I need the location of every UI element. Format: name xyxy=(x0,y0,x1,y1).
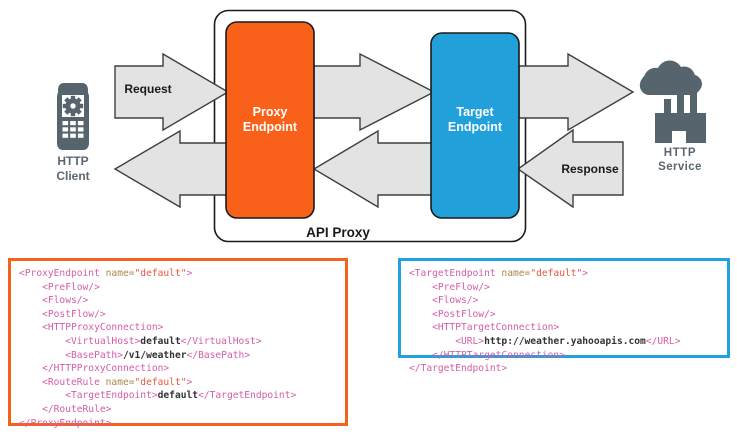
code-token: </ProxyEndpoint> xyxy=(19,417,112,429)
code-token: "default" xyxy=(530,268,583,279)
target-endpoint-code-block: <TargetEndpoint name="default"> <PreFlow… xyxy=(398,258,730,374)
proxy-endpoint-node[interactable]: Proxy Endpoint xyxy=(225,21,315,219)
code-token: <TargetEndpoint> xyxy=(19,390,158,402)
arrow-request-label: Request xyxy=(124,82,171,96)
code-line: <TargetEndpoint name="default"> xyxy=(409,267,719,281)
code-line: <HTTPProxyConnection> xyxy=(19,321,337,335)
proxy-endpoint-label-line2: Endpoint xyxy=(243,120,298,134)
code-line: <PreFlow/> xyxy=(409,281,719,295)
arrow-target-to-service xyxy=(518,52,635,132)
code-token: name= xyxy=(501,268,531,279)
code-line: <PostFlow/> xyxy=(409,308,719,322)
code-token: default xyxy=(140,335,181,347)
code-line: <Flows/> xyxy=(19,294,337,308)
http-client-node[interactable]: HTTP Client xyxy=(56,83,90,183)
code-token: name= xyxy=(105,376,135,388)
proxy-endpoint-shape xyxy=(225,21,315,219)
proxy-endpoint-label-line1: Proxy xyxy=(253,105,288,119)
code-token: "default" xyxy=(134,268,187,279)
code-line: <VirtualHost>default</VirtualHost> xyxy=(19,335,337,349)
target-endpoint-shape xyxy=(430,32,520,219)
code-token: </VirtualHost> xyxy=(180,335,262,347)
code-token: <HTTPTargetConnection> xyxy=(409,322,560,334)
proxy-endpoint-code-block: <ProxyEndpoint name="default"> <PreFlow/… xyxy=(8,258,348,429)
arrow-request xyxy=(114,52,230,132)
cloud-factory-icon xyxy=(639,60,706,143)
code-line: </HTTPProxyConnection> xyxy=(19,362,337,376)
code-token: </BasePath> xyxy=(186,349,251,361)
code-token: http://weather.yahooapis.com xyxy=(484,335,646,347)
code-line: <Flows/> xyxy=(409,294,719,308)
code-token: > xyxy=(582,268,589,279)
code-token: <PreFlow/> xyxy=(409,281,490,293)
code-line: </ProxyEndpoint> xyxy=(19,417,337,431)
code-line: <BasePath>/v1/weather</BasePath> xyxy=(19,349,337,363)
code-token: </RouteRule> xyxy=(19,403,112,415)
code-token: <URL> xyxy=(409,335,485,347)
mobile-phone-icon xyxy=(57,83,89,150)
code-token: <TargetEndpoint xyxy=(409,268,502,279)
code-token: > xyxy=(186,268,193,279)
code-line: <PostFlow/> xyxy=(19,308,337,322)
code-token: <ProxyEndpoint xyxy=(19,268,106,279)
code-token: <BasePath> xyxy=(19,349,123,361)
code-line: <TargetEndpoint>default</TargetEndpoint> xyxy=(19,389,337,403)
code-token: <HTTPProxyConnection> xyxy=(19,322,164,334)
code-token: <RouteRule xyxy=(19,376,106,388)
code-line: <PreFlow/> xyxy=(19,281,337,295)
arrow-response xyxy=(516,128,624,209)
code-token: <Flows/> xyxy=(409,295,479,307)
code-token: </URL> xyxy=(645,335,681,347)
code-token: </HTTPTargetConnection> xyxy=(409,349,565,361)
code-line: <URL>http://weather.yahooapis.com</URL> xyxy=(409,335,719,349)
arrow-proxy-to-target xyxy=(313,52,436,132)
code-line: </RouteRule> xyxy=(19,403,337,417)
code-token: </TargetEndpoint> xyxy=(198,390,297,402)
code-line: <RouteRule name="default"> xyxy=(19,376,337,390)
code-token: /v1/weather xyxy=(122,349,187,361)
arrow-target-to-proxy xyxy=(312,129,434,209)
code-token: <PostFlow/> xyxy=(19,308,106,320)
target-endpoint-label-line2: Endpoint xyxy=(448,120,503,134)
arrow-response-label: Response xyxy=(561,162,619,176)
arrow-proxy-to-client xyxy=(113,129,228,209)
code-line: <HTTPTargetConnection> xyxy=(409,321,719,335)
code-line: </HTTPTargetConnection> xyxy=(409,349,719,363)
code-token: <PostFlow/> xyxy=(409,308,496,320)
code-token: <Flows/> xyxy=(19,295,89,307)
code-line: </TargetEndpoint> xyxy=(409,362,719,376)
code-token: <VirtualHost> xyxy=(19,335,141,347)
http-service-node[interactable]: HTTP Service xyxy=(639,60,706,173)
code-token: </TargetEndpoint> xyxy=(409,363,508,375)
code-token: > xyxy=(186,376,193,388)
target-endpoint-label-line1: Target xyxy=(456,105,494,119)
code-token: "default" xyxy=(134,376,187,388)
http-service-label-line2: Service xyxy=(658,161,702,173)
code-token: default xyxy=(157,390,199,402)
code-token: <PreFlow/> xyxy=(19,281,100,293)
code-line: <ProxyEndpoint name="default"> xyxy=(19,267,337,281)
http-client-label-line1: HTTP xyxy=(57,154,88,168)
http-client-label-line2: Client xyxy=(56,169,89,183)
api-proxy-container-label: API Proxy xyxy=(306,225,370,240)
http-service-label-line1: HTTP xyxy=(664,147,696,159)
code-token: </HTTPProxyConnection> xyxy=(19,363,170,375)
target-endpoint-node[interactable]: Target Endpoint xyxy=(430,32,520,219)
code-token: name= xyxy=(105,268,135,279)
